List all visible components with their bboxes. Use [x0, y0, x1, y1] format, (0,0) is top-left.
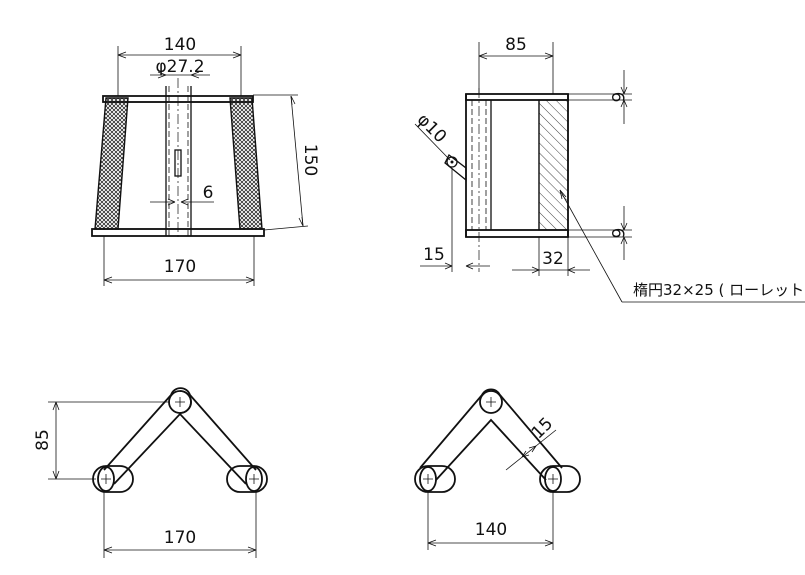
hole-diameter-dim: φ10 [413, 110, 450, 147]
top-gap-dim: 6 [607, 92, 627, 103]
side-view: 85 φ10 15 32 6 6 楕円32×25 ( ローレ [413, 35, 805, 303]
front-bottom-width-dim: 170 [164, 257, 196, 277]
plan-right-span-dim: 140 [475, 520, 507, 540]
slot-width-dim: 6 [203, 183, 214, 203]
right-grip-pad [229, 97, 263, 230]
side-grip-pad [538, 99, 569, 231]
front-view: 140 φ27.2 150 6 170 [91, 35, 320, 286]
arm-width-dim: 15 [528, 414, 557, 443]
side-depth-dim: 85 [505, 35, 527, 55]
pipe-diameter-dim: φ27.2 [155, 57, 204, 77]
plan-left-height-dim: 85 [33, 429, 53, 451]
plan-left-span-dim: 170 [164, 528, 196, 548]
side-offset-dim: 15 [423, 245, 445, 265]
knurl-note: 楕円32×25 ( ローレット [633, 281, 804, 299]
front-top-width-dim: 140 [164, 35, 196, 55]
left-grip-pad [94, 97, 129, 230]
pad-width-dim: 32 [542, 249, 564, 269]
plan-view-right: 15 140 [414, 388, 581, 550]
plan-view-left: 85 170 [33, 387, 268, 558]
bottom-gap-dim: 6 [607, 228, 627, 239]
front-height-dim: 150 [300, 144, 320, 176]
